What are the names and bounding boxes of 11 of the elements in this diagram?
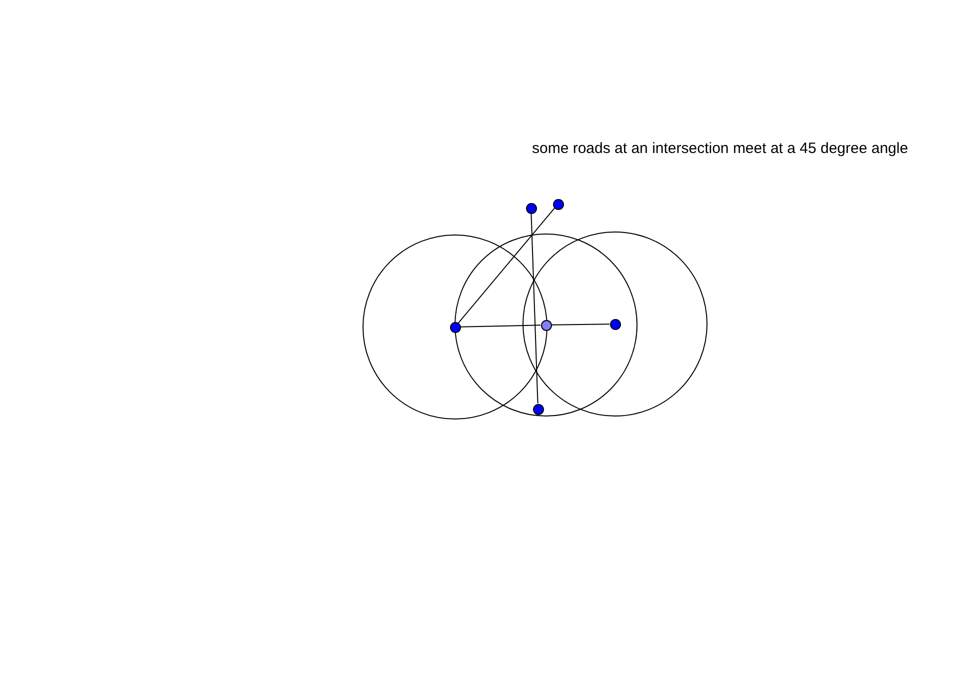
point-marker — [540, 320, 552, 330]
point-marker — [526, 202, 536, 214]
point-marker — [610, 318, 620, 330]
point-marker — [532, 404, 544, 414]
point-marker — [552, 198, 564, 210]
line-segment — [458, 208, 555, 324]
point-marker — [450, 322, 460, 332]
line-segment — [551, 324, 610, 326]
note-text: some roads at an intersection meet at a 45 degree angle — [532, 140, 908, 157]
line-segment — [530, 213, 538, 404]
line-segment — [460, 324, 541, 328]
